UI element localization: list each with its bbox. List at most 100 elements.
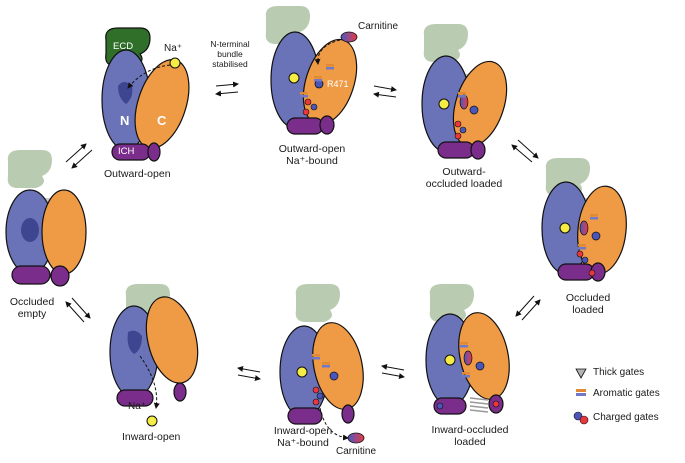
ich-helix bbox=[437, 141, 475, 159]
sodium-ion bbox=[146, 415, 158, 427]
aromatic-gate bbox=[312, 357, 320, 360]
carnitine-molecule bbox=[347, 432, 365, 444]
state-label-outward-open-na: Outward-open Na⁺-bound bbox=[278, 143, 346, 168]
ich-helix bbox=[557, 263, 595, 281]
charged-gate bbox=[304, 98, 312, 106]
charged-gate-icon bbox=[579, 415, 589, 425]
charged-gate bbox=[475, 361, 485, 371]
legend-symbols bbox=[573, 368, 589, 425]
ich-c-helix bbox=[173, 382, 187, 402]
aromatic-gate bbox=[314, 76, 322, 79]
ich-helix bbox=[11, 265, 51, 285]
state-occluded-empty bbox=[5, 150, 87, 287]
state-label-occluded-empty: Occluded empty bbox=[9, 296, 55, 321]
state-outward-open bbox=[101, 27, 190, 162]
charged-gate-icon bbox=[573, 411, 583, 421]
aromatic-gate bbox=[322, 365, 330, 368]
sodium-label-released: Na⁺ bbox=[128, 401, 147, 412]
state-inward-open-na-bound bbox=[279, 284, 365, 444]
aromatic-gate bbox=[578, 247, 586, 250]
ecd-label: ECD bbox=[113, 41, 134, 52]
binding-cavity bbox=[21, 218, 39, 242]
equilibrium-arrows bbox=[65, 81, 541, 382]
sodium-ion bbox=[169, 57, 181, 69]
charged-gate bbox=[316, 392, 324, 400]
state-label-inward-open-na: Inward-open Na⁺-bound bbox=[273, 425, 333, 450]
charged-gate bbox=[591, 231, 601, 241]
state-label-inward-open: Inward-open bbox=[122, 431, 181, 443]
charged-gate bbox=[436, 402, 444, 410]
aromatic-gate bbox=[458, 95, 466, 98]
state-outward-open-na-bound bbox=[265, 6, 358, 135]
carnitine-bound bbox=[463, 350, 473, 366]
aromatic-gate bbox=[590, 214, 598, 217]
aromatic-gate-icon bbox=[576, 389, 586, 392]
ich-helix bbox=[433, 397, 467, 415]
aromatic-gate bbox=[458, 92, 466, 95]
carnitine-release-arrow bbox=[319, 407, 349, 441]
ich-helix bbox=[116, 389, 154, 407]
aromatic-gate-icon bbox=[576, 393, 586, 396]
ich-c-helix bbox=[147, 142, 161, 162]
state-label-outward-open: Outward-open bbox=[104, 168, 171, 180]
sodium-ion bbox=[296, 366, 308, 378]
state-occluded-loaded bbox=[541, 158, 627, 282]
sodium-ion bbox=[288, 72, 300, 84]
c-domain bbox=[145, 296, 199, 384]
aromatic-gate bbox=[590, 217, 598, 220]
aromatic-gate bbox=[322, 362, 330, 365]
ecd-faded bbox=[295, 284, 340, 322]
sodium-label: Na⁺ bbox=[164, 43, 183, 54]
ecd-faded bbox=[429, 284, 474, 322]
ich-c-helix bbox=[50, 265, 70, 287]
state-outward-occluded-loaded bbox=[421, 24, 508, 160]
state-inward-occluded-loaded bbox=[425, 284, 510, 415]
charged-gate bbox=[329, 371, 339, 381]
charged-gate bbox=[310, 103, 318, 111]
aromatic-gate bbox=[578, 244, 586, 247]
legend-aromatic-label: Aromatic gates bbox=[593, 388, 660, 399]
carnitine-bound bbox=[579, 220, 589, 236]
aromatic-gate bbox=[326, 67, 334, 70]
aromatic-gate bbox=[460, 345, 468, 348]
ich-helix bbox=[287, 407, 323, 425]
charged-gate bbox=[312, 386, 320, 394]
aromatic-gate bbox=[462, 375, 470, 378]
charged-gate bbox=[312, 398, 320, 406]
n-domain-label: N bbox=[120, 113, 130, 128]
sodium-release-arrow bbox=[139, 355, 160, 409]
r471-label: R471 bbox=[327, 79, 349, 89]
aromatic-gate bbox=[326, 64, 334, 67]
thick-gate-icon bbox=[575, 368, 587, 379]
sodium-ion bbox=[438, 98, 450, 110]
carnitine-label-bottom: Carnitine bbox=[336, 446, 377, 457]
aromatic-gate bbox=[314, 79, 322, 82]
charged-gate bbox=[588, 269, 596, 277]
ich-c-helix bbox=[470, 140, 486, 160]
binding-cavity bbox=[127, 330, 142, 354]
aromatic-gate bbox=[312, 354, 320, 357]
c-domain bbox=[41, 189, 87, 275]
ich-c-helix bbox=[341, 404, 355, 424]
carnitine-label-top: Carnitine bbox=[358, 21, 399, 32]
charged-gate bbox=[459, 126, 467, 134]
salt-bridge-dashes bbox=[469, 397, 489, 413]
charged-gate bbox=[302, 108, 310, 116]
ecd-faded bbox=[423, 24, 468, 62]
legend-thick-label: Thick gates bbox=[593, 367, 645, 378]
ich-c-helix bbox=[319, 115, 335, 135]
aromatic-gate bbox=[300, 95, 308, 98]
ich-helix bbox=[286, 117, 324, 135]
charged-gate bbox=[469, 105, 479, 115]
sodium-ion bbox=[559, 222, 571, 234]
charged-gate bbox=[576, 250, 584, 258]
aromatic-gate bbox=[460, 342, 468, 345]
ecd-faded bbox=[7, 150, 52, 188]
ich-label: ICH bbox=[118, 146, 135, 157]
c-domain-label: C bbox=[157, 113, 167, 128]
charged-gate bbox=[454, 132, 462, 140]
state-inward-open bbox=[109, 284, 199, 427]
sodium-ion bbox=[444, 354, 456, 366]
